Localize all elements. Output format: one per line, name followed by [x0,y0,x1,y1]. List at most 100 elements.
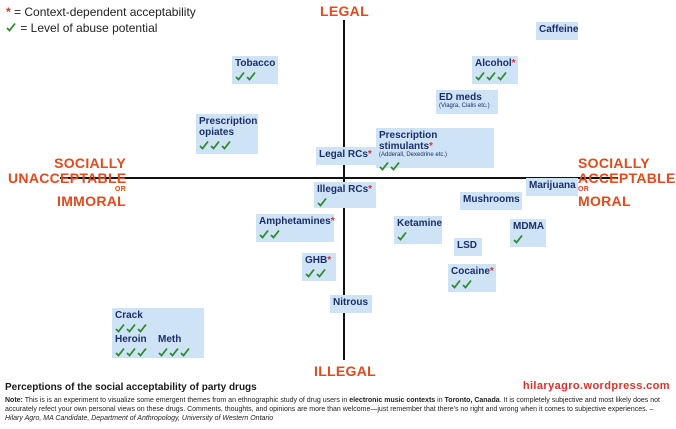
left-line1: SOCIALLY [54,155,126,171]
figure-note: Note: This is is an experiment to visual… [5,396,671,423]
abuse-ticks [397,231,439,241]
star-marker: * [511,58,516,69]
tick-icon [126,347,136,357]
drug-sub: (Adderall, Dexedrine etc.) [379,152,448,158]
right-or: OR [578,186,590,193]
drug-legal-rcs: Legal RCs* [316,147,376,165]
tick-icon [126,323,136,333]
star-marker: * [330,216,335,227]
right-line2: ACCEPTABLE [578,170,676,186]
drug-ghb: GHB* [302,253,336,281]
tick-icon [379,161,389,171]
tick-icon [316,268,326,278]
drug-label: MDMA [513,221,545,232]
drug-caffeine: Caffeine [536,22,578,40]
axis-label-legal: LEGAL [320,3,369,19]
left-or: OR [114,186,126,193]
note-part1: This is is an experiment to visualize so… [22,397,350,404]
axis-label-right: SOCIALLY ACCEPTABLE OR MORAL [578,156,676,209]
drug-mdma: MDMA [510,219,546,247]
star-marker: * [367,149,372,160]
tick-icon [397,231,407,241]
drug-prescription-opiates: Prescription opiates [196,114,258,154]
drug-amphetamines: Amphetamines* [256,214,335,242]
abuse-ticks [158,347,191,357]
star-marker: * [327,255,332,266]
abuse-ticks [115,347,148,357]
tick-icon [270,229,280,239]
legend-tick-row: = Level of abuse potential [6,21,157,35]
legend-star-text: = Context-dependent acceptability [10,5,196,19]
tick-icon [497,71,507,81]
abuse-ticks [305,268,333,278]
tick-icon [137,347,147,357]
abuse-ticks [513,234,543,244]
star-marker: * [429,141,433,152]
drug-label: Amphetamines [259,216,331,227]
tick-icon [451,279,461,289]
drug-label: Cocaine [451,266,490,277]
abuse-ticks [451,279,493,289]
abuse-ticks [475,71,515,81]
tick-icon [259,229,269,239]
drug-label: Prescription [199,116,258,127]
drug-marijuana: Marijuana [526,178,578,196]
note-emphasis1: electronic music contexts [349,397,436,404]
abuse-ticks [235,71,275,81]
drug-label: Crack [115,310,143,321]
drug-label: Illegal RCs [317,184,369,195]
drug-crack-heroin-meth-group: Crack Heroin Meth [112,308,204,358]
tick-icon [305,268,315,278]
drug-ketamine: Ketamine [394,216,442,244]
drug-sub: (Viagra, Cialis etc.) [439,103,490,109]
abuse-ticks [379,161,491,171]
drug-illegal-rcs: Illegal RCs* [314,182,376,208]
legend-tick-text: = Level of abuse potential [17,21,158,35]
drug-label: Ketamine [397,218,443,229]
star-marker: * [489,266,494,277]
drug-label: Tobacco [235,58,276,69]
drug-label: Marijuana [529,180,576,191]
drug-label: Heroin [115,334,147,345]
drug-ed-meds: ED meds (Viagra, Cialis etc.) [436,90,498,114]
left-line2: UNACCEPTABLE [8,170,127,186]
tick-icon [180,347,190,357]
drug-cocaine: Cocaine* [448,264,496,292]
note-part2: in [435,397,445,404]
drug-prescription-stimulants: Prescription stimulants* (Adderall, Dexe… [376,128,494,171]
tick-icon [390,161,400,171]
note-part3: . It is completely subjective and most l… [5,397,660,413]
drug-label: Nitrous [333,297,368,308]
drug-meth: Meth [158,334,191,357]
drug-tobacco: Tobacco [232,56,278,84]
figure-title: Perceptions of the social acceptability … [5,382,257,393]
tick-icon [115,323,125,333]
tick-icon [221,140,231,150]
abuse-ticks [199,140,255,150]
tick-icon [462,279,472,289]
tick-icon [158,347,168,357]
drug-label: Prescription stimulants [379,130,438,152]
legend-star-row: * = Context-dependent acceptability [6,5,196,19]
tick-icon [115,347,125,357]
abuse-ticks [259,229,331,239]
drug-label-2: opiates [199,127,235,138]
drug-alcohol: Alcohol* [472,56,518,84]
drug-label: Caffeine [539,24,579,35]
drug-label: Alcohol [475,58,512,69]
tick-icon [235,71,245,81]
drug-crack: Crack [115,310,201,333]
drug-label: Legal RCs [319,149,368,160]
drug-nitrous: Nitrous [330,295,372,313]
tick-icon [199,140,209,150]
site-link[interactable]: hilaryagro.wordpress.com [522,380,670,392]
right-line3: MORAL [578,193,631,209]
drug-label: ED meds [439,92,482,103]
tick-icon [137,323,147,333]
abuse-ticks [317,197,373,207]
drug-lsd: LSD [454,238,482,256]
axis-label-left: SOCIALLY UNACCEPTABLE OR IMMORAL [8,156,126,209]
tick-icon [169,347,179,357]
star-symbol: * [6,5,11,19]
star-marker: * [368,184,373,195]
